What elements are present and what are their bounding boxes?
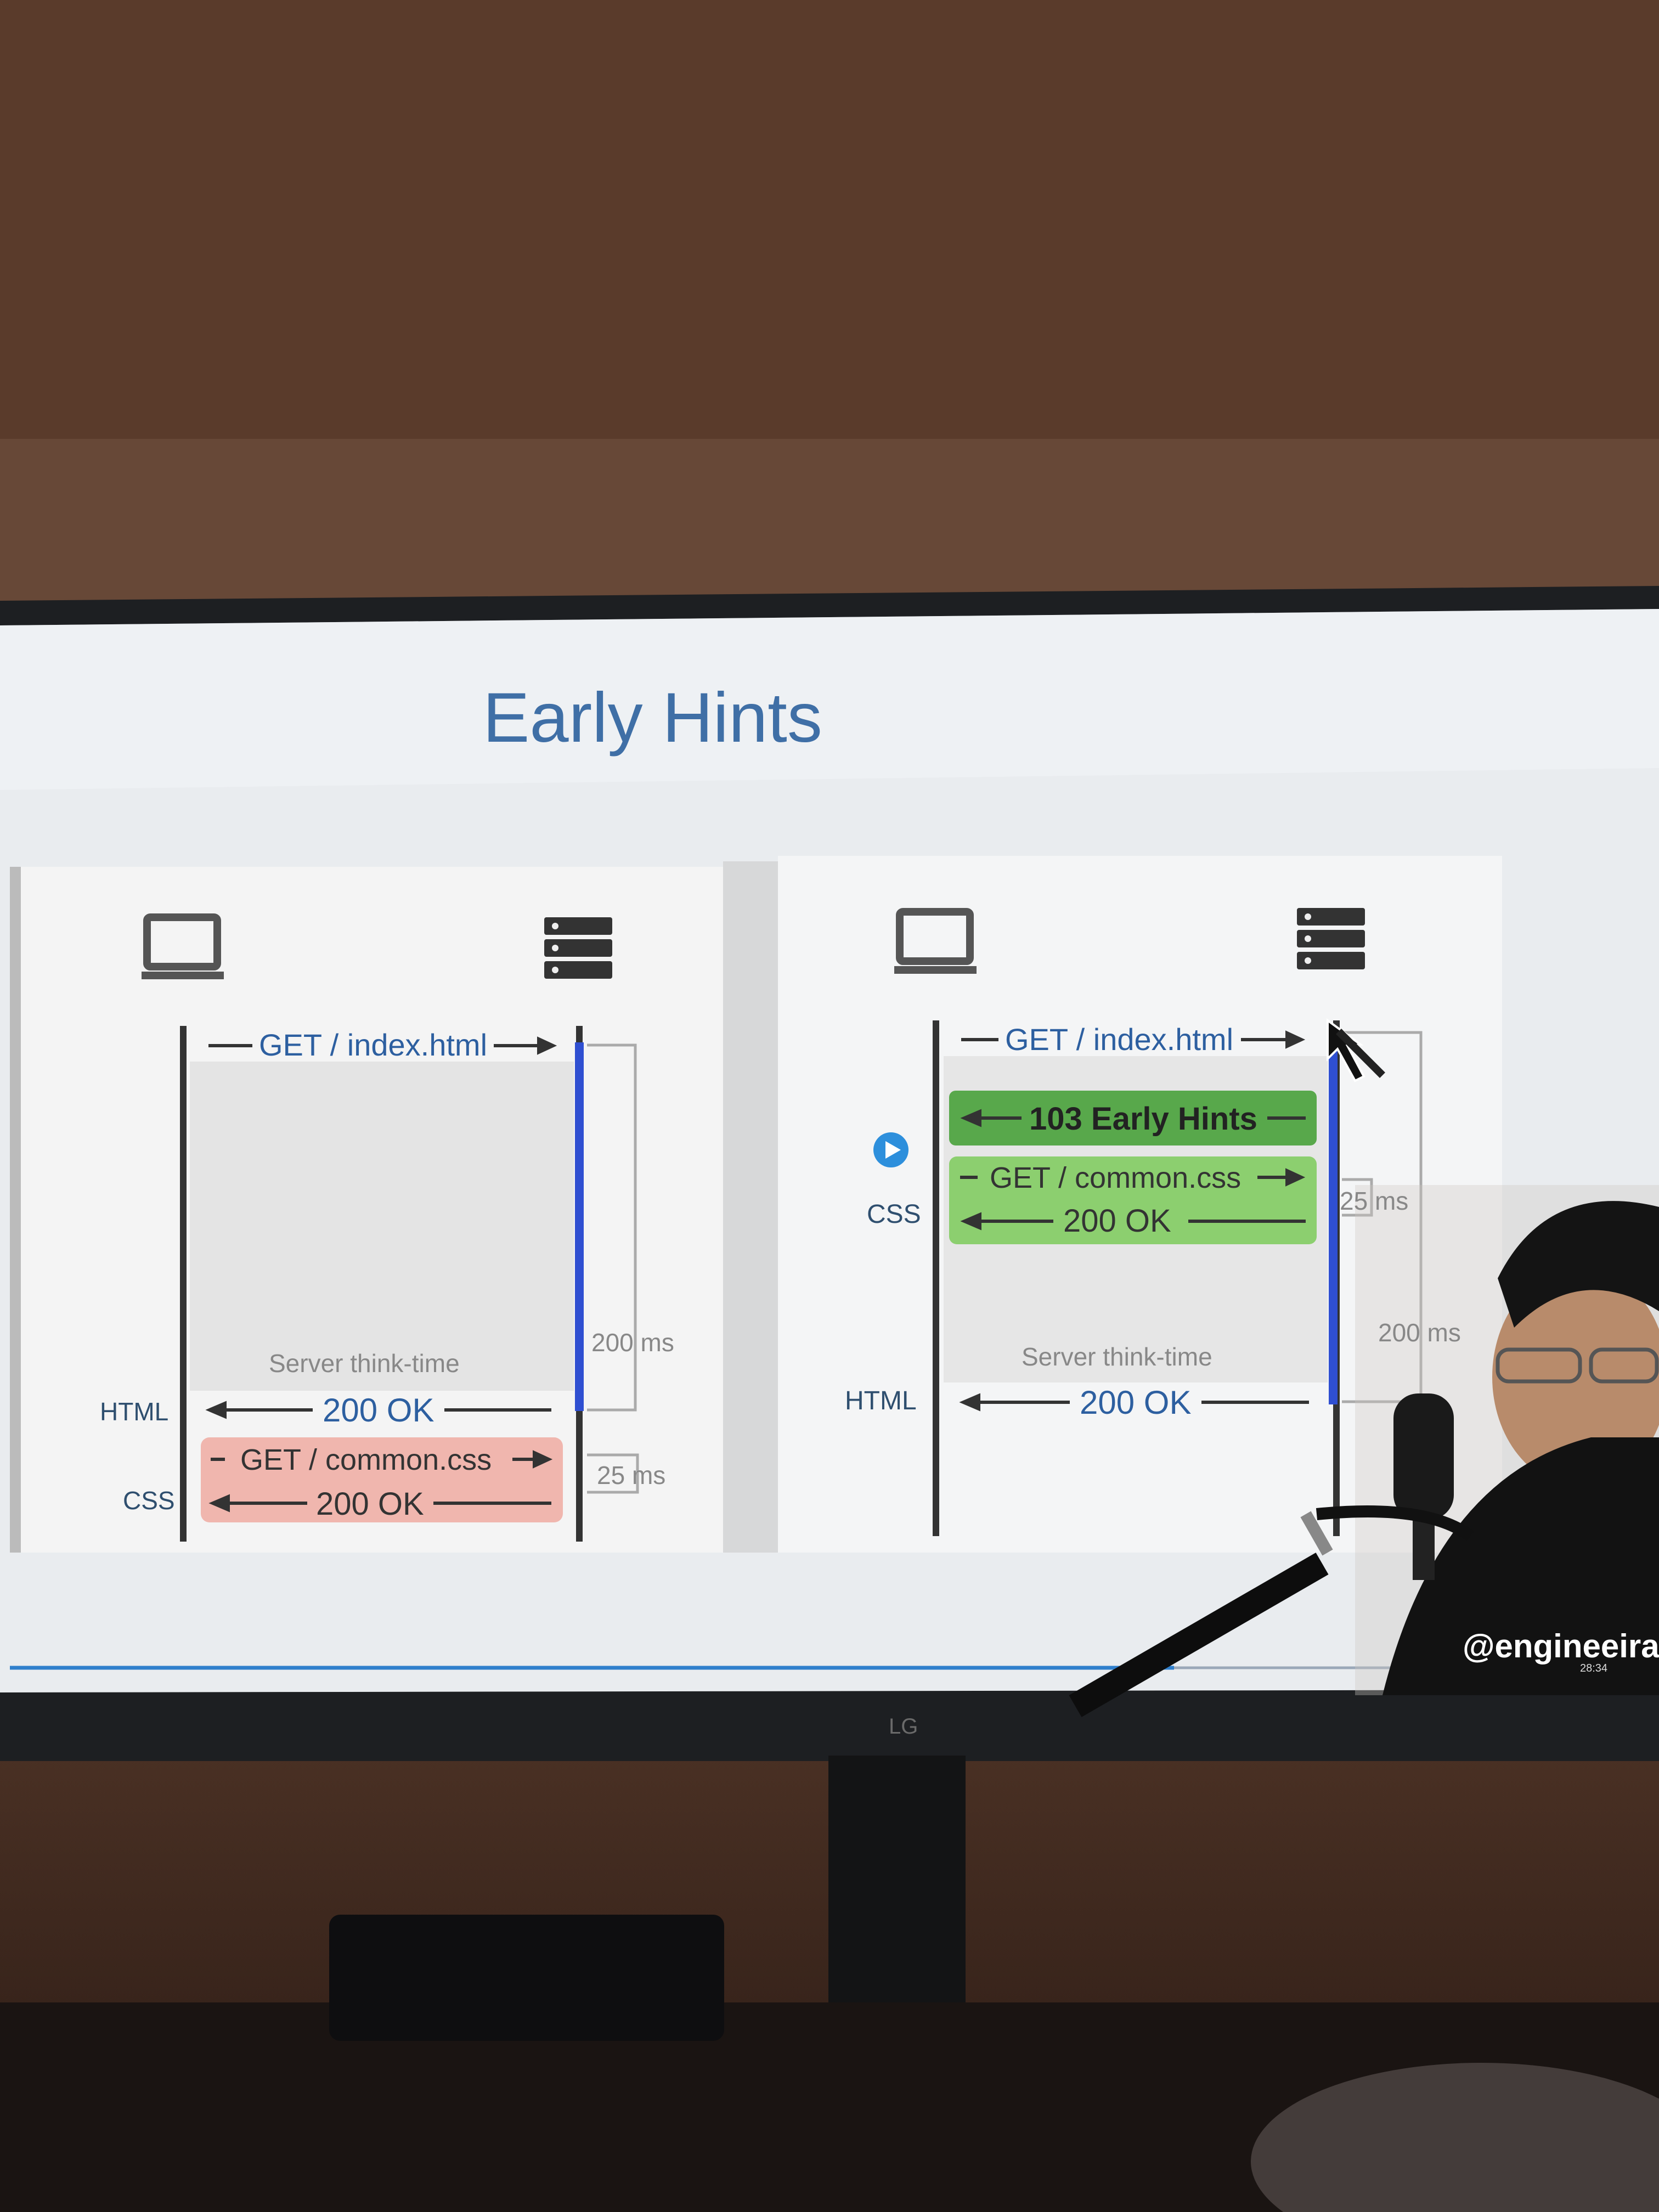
webcam-presenter xyxy=(1069,1185,1659,1717)
wall-glow xyxy=(0,439,1659,609)
laptop-icon-right xyxy=(894,908,977,974)
left-arrows xyxy=(205,1036,557,1419)
left-panel-edge xyxy=(10,867,21,1553)
right-arrows xyxy=(961,1030,1306,1049)
left-css-arrows xyxy=(208,1450,553,1513)
screen-glare xyxy=(0,609,1659,790)
left-think-time-box xyxy=(190,1062,574,1391)
left-25ms-bracket xyxy=(587,1453,639,1494)
right-css-box xyxy=(949,1156,1317,1244)
right-green-arrows xyxy=(959,1109,1309,1412)
left-css-box xyxy=(201,1437,563,1522)
early-hints-box xyxy=(949,1091,1317,1146)
right-200ms-bracket xyxy=(1342,1031,1423,1403)
left-200ms-bracket xyxy=(587,1043,637,1412)
right-25ms-bracket xyxy=(1342,1178,1373,1217)
wall xyxy=(0,0,1659,609)
server-icon-right xyxy=(1297,908,1365,969)
server-icon-left xyxy=(544,917,612,979)
keyboard-device xyxy=(329,1915,724,2041)
laptop-icon-left xyxy=(142,913,224,979)
panel-gap xyxy=(723,861,778,1553)
play-icon[interactable] xyxy=(873,1132,909,1167)
mouse-cursor-icon xyxy=(1327,1018,1385,1082)
cloth xyxy=(1251,2063,1659,2212)
